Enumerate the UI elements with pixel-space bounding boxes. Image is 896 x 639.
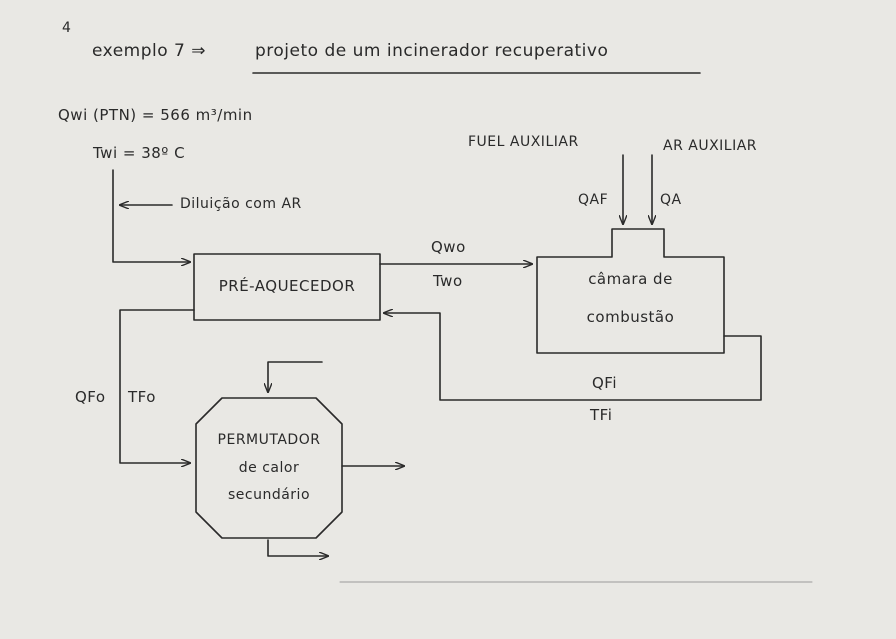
chamber-label-line1: câmara de xyxy=(588,270,673,288)
inlet-temp-label: Twi = 38º C xyxy=(93,144,186,162)
two-label: Two xyxy=(433,272,463,290)
qaf-label: QAF xyxy=(578,192,609,208)
chamber-label-line2: combustão xyxy=(586,308,675,326)
exchanger-box xyxy=(195,397,343,539)
qfo-stream xyxy=(119,309,195,463)
example-label: exemplo 7 ⇒ xyxy=(92,41,206,61)
exchanger-label-line3: secundário xyxy=(227,487,311,503)
dilution-label: Diluição com AR xyxy=(180,196,302,212)
qfi-stream xyxy=(384,313,762,401)
qfo-label: QFo xyxy=(75,388,106,406)
tfo-label: TFo xyxy=(128,388,156,406)
preheater-label: PRÉ-AQUECEDOR xyxy=(218,277,356,295)
qa-label: QA xyxy=(660,192,682,208)
fuel-aux-label: FUEL AUXILIAR xyxy=(468,134,579,150)
page-mark: 4 xyxy=(62,20,72,36)
qfi-label: QFi xyxy=(592,374,618,392)
inlet-flow-label: Qwi (PTN) = 566 m³/min xyxy=(58,106,253,124)
preheater-box xyxy=(193,253,381,321)
exchanger-label-line2: de calor xyxy=(238,460,300,476)
page-title: projeto de um incinerador recuperativo xyxy=(255,41,609,61)
inlet-stream xyxy=(112,169,190,262)
qwo-label: Qwo xyxy=(431,238,466,256)
exchanger-label-line1: PERMUTADOR xyxy=(217,432,321,448)
air-aux-label: AR AUXILIAR xyxy=(663,138,758,154)
exchanger-cold-in xyxy=(268,361,323,392)
tfi-label: TFi xyxy=(590,406,613,424)
chamber-box xyxy=(536,228,725,354)
exchanger-bottom-out xyxy=(267,539,328,556)
